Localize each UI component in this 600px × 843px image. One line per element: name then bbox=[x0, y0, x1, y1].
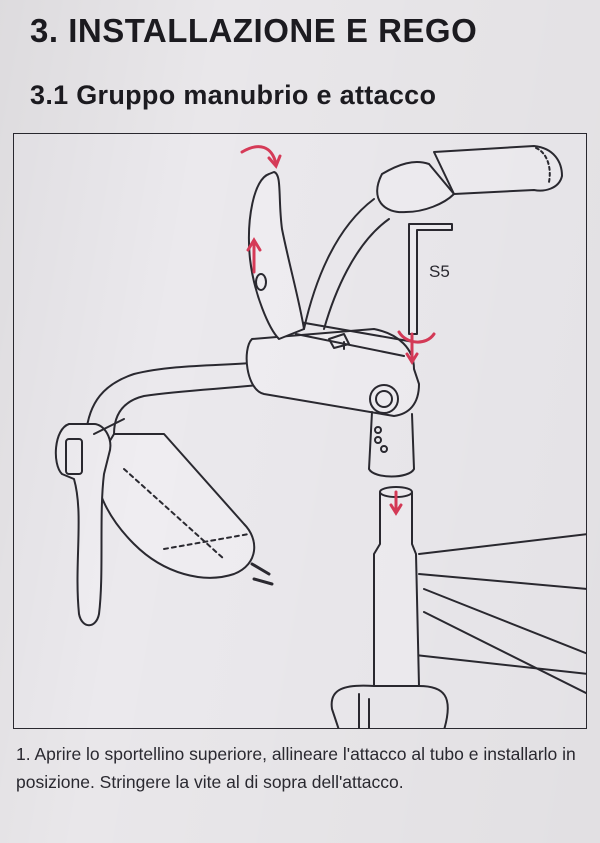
left-brake-lever bbox=[54, 418, 125, 627]
right-grip bbox=[376, 145, 563, 214]
tool-label: S5 bbox=[429, 262, 450, 281]
stem-body bbox=[245, 318, 420, 478]
left-grip bbox=[94, 433, 274, 586]
handlebar-left bbox=[85, 361, 270, 435]
subsection-title: 3.1 Gruppo manubrio e attacco bbox=[30, 80, 437, 110]
open-flap-arrow bbox=[240, 145, 282, 169]
assembly-figure: S5 bbox=[13, 133, 587, 729]
stem-faceplate bbox=[248, 171, 305, 340]
insert-arrow bbox=[389, 490, 403, 516]
instruction-caption: 1. Aprire lo sportellino superiore, alli… bbox=[16, 744, 576, 792]
hex-key-tool bbox=[408, 223, 453, 335]
fork-tube bbox=[330, 486, 449, 728]
handlebar-right bbox=[303, 198, 390, 350]
handlebar-stem-illustration bbox=[54, 145, 586, 728]
section-title: 3. INSTALLAZIONE E REGO bbox=[30, 12, 478, 49]
tighten-arrow bbox=[397, 330, 436, 365]
frame-tubes bbox=[405, 533, 586, 695]
lift-arrow bbox=[246, 237, 262, 274]
